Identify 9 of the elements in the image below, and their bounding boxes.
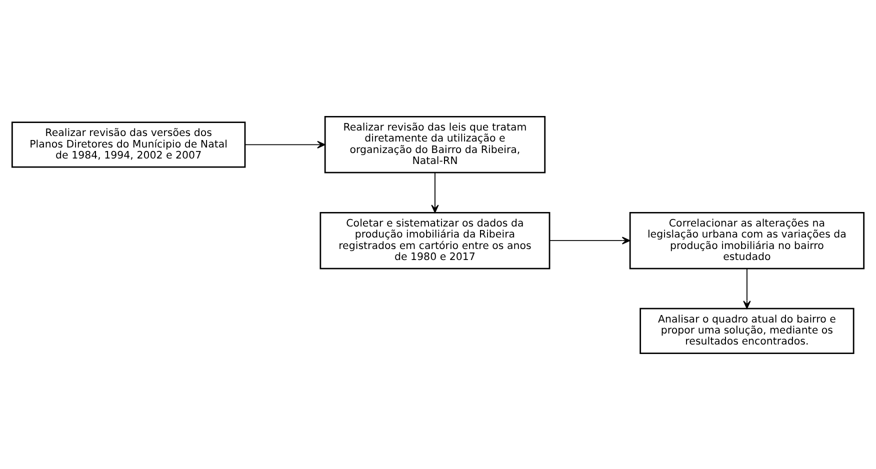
node-box: Coletar e sistematizar os dados da produção imobiliária da Ribeira registrados em cartório entre os anos de 1980 e 2017: [320, 211, 550, 269]
node-box: Analisar o quadro atual do bairro e propor uma solução, mediante os resultados encontrados.: [640, 307, 854, 354]
arrow: [431, 172, 439, 212]
node-box: Realizar revisão das versões dos Planos Diretores do Munícipio de Natal de 1984, 1994, 2002 e 2007: [11, 121, 246, 168]
arrow: [743, 268, 751, 308]
node-box: Correlacionar as alterações na legislação urbana com as variações da produção imobiliária no bairro estudado: [629, 211, 865, 269]
arrow: [549, 236, 630, 244]
arrow: [244, 140, 326, 148]
node-box: Realizar revisão das leis que tratam diretamente da utilização e organização do Bairro da Ribeira, Natal-RN: [324, 116, 546, 173]
